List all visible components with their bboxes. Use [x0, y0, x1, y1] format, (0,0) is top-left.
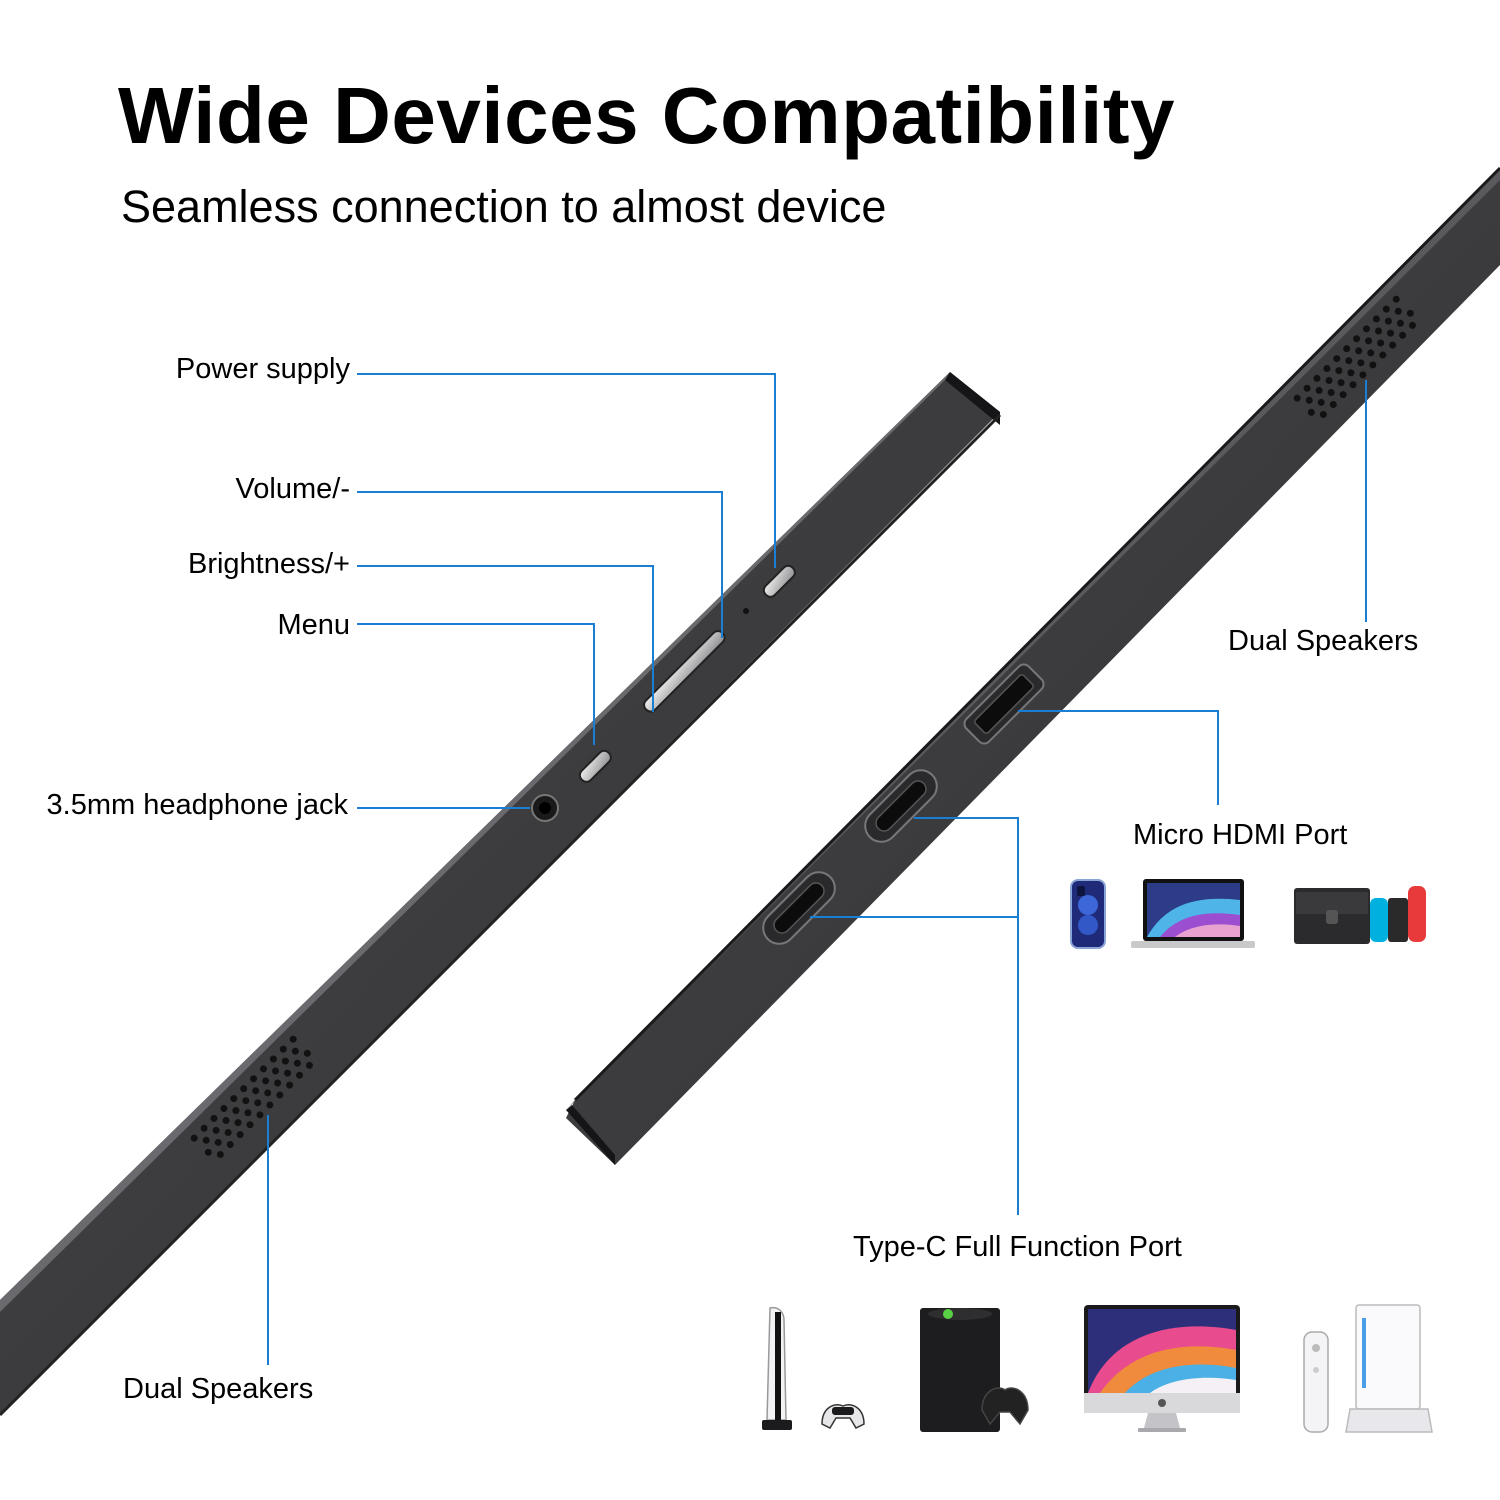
power-button[interactable] — [761, 563, 797, 599]
page-title: Wide Devices Compatibility — [118, 71, 1175, 160]
callout-menu: Menu — [277, 609, 350, 641]
callout-brightness-plus: Brightness/+ — [187, 548, 350, 580]
callout-type-c: Type-C Full Function Port — [853, 1231, 1182, 1263]
game-console-switch-icon — [1294, 886, 1426, 944]
speaker-grille-right-icon — [1293, 295, 1416, 418]
callout-lines — [267, 373, 1367, 1365]
speaker-grille-left-icon — [190, 1035, 313, 1158]
callout-micro-hdmi: Micro HDMI Port — [1133, 819, 1348, 851]
monitor-left-edge — [0, 372, 1002, 1417]
page-subtitle: Seamless connection to almost device — [121, 181, 887, 232]
callout-headphone-jack: 3.5mm headphone jack — [46, 789, 348, 821]
callout-power-supply: Power supply — [175, 353, 350, 385]
laptop-icon — [1131, 879, 1255, 948]
imac-icon — [1084, 1305, 1240, 1432]
phone-icon — [1070, 879, 1106, 949]
callout-volume-minus: Volume/- — [235, 473, 350, 505]
micro-hdmi-port[interactable] — [962, 662, 1047, 747]
type-c-port-2[interactable] — [757, 866, 842, 951]
callout-dual-speakers-left: Dual Speakers — [123, 1373, 314, 1405]
indicator-dot-icon — [743, 608, 749, 614]
wii-icon — [1303, 1304, 1433, 1433]
menu-button[interactable] — [577, 748, 613, 784]
type-c-port-1[interactable] — [859, 764, 944, 849]
headphone-jack-icon — [531, 794, 559, 822]
xbox-series-x-icon — [920, 1308, 1029, 1432]
callout-dual-speakers-right: Dual Speakers — [1228, 625, 1419, 657]
playstation-5-icon — [762, 1306, 865, 1430]
